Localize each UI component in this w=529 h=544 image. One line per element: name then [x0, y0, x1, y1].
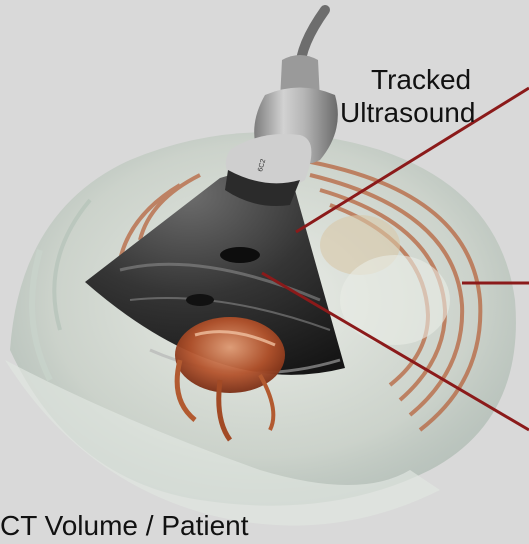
- label-tracked: Tracked: [371, 64, 471, 96]
- label-ct-volume-patient: CT Volume / Patient: [0, 510, 249, 542]
- label-ultrasound: Ultrasound: [340, 97, 475, 129]
